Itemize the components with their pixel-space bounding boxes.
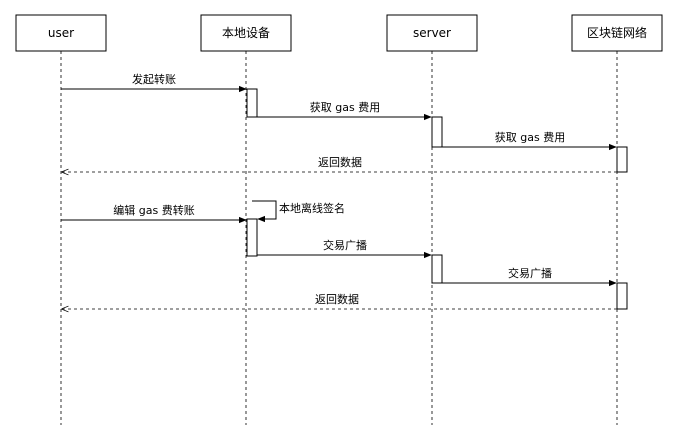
participant-chain: 区块链网络 (571, 14, 663, 52)
message-3: 获取 gas 费用 (442, 131, 617, 151)
message-3-label: 获取 gas 费用 (495, 131, 565, 144)
message-9-label: 返回数据 (315, 292, 359, 306)
participant-user: user (15, 14, 107, 52)
message-8-label: 交易广播 (508, 266, 552, 280)
message-4-label: 返回数据 (318, 155, 362, 169)
message-1: 发起转账 (61, 72, 247, 93)
participant-chain-label: 区块链网络 (587, 25, 647, 40)
message-2: 获取 gas 费用 (257, 101, 432, 121)
activation-server-1 (431, 116, 443, 148)
participant-server-label: server (413, 26, 451, 40)
message-9: 返回数据 (62, 292, 617, 309)
activation-local-1 (246, 88, 258, 118)
message-5: 编辑 gas 费转账 (61, 203, 247, 224)
participant-user-label: user (48, 26, 74, 40)
activation-chain-2 (616, 282, 628, 310)
activation-server-2 (431, 254, 443, 284)
message-7-label: 交易广播 (323, 238, 367, 252)
message-2-label: 获取 gas 费用 (310, 101, 380, 114)
message-1-label: 发起转账 (132, 72, 176, 86)
participant-local: 本地设备 (200, 14, 292, 52)
message-4: 返回数据 (62, 155, 617, 172)
participant-server: server (386, 14, 478, 52)
message-5-label: 编辑 gas 费转账 (113, 203, 194, 217)
activation-chain-1 (616, 146, 628, 173)
activation-local-2 (246, 218, 258, 257)
message-6-self: 本地离线签名 (252, 200, 345, 223)
message-8: 交易广播 (442, 266, 617, 287)
message-7: 交易广播 (257, 238, 432, 259)
message-6-label: 本地离线签名 (279, 201, 345, 215)
participant-local-label: 本地设备 (222, 26, 270, 40)
